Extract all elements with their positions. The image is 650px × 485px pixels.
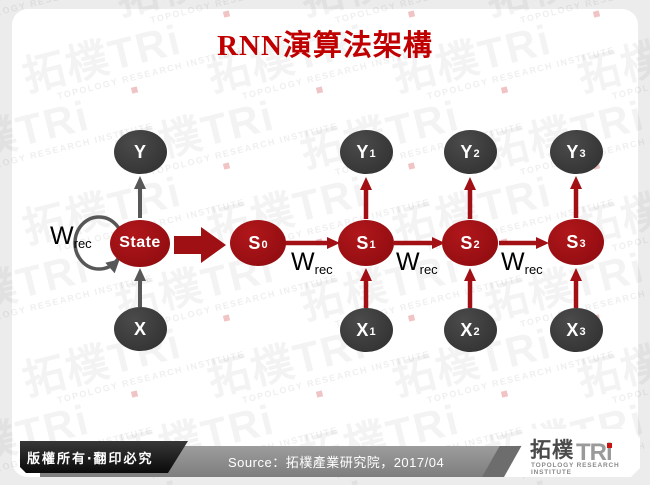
- source-text: Source：拓樸產業研究院，2017/04: [228, 455, 445, 470]
- node-label-subscript: 3: [579, 238, 586, 250]
- node-label-subscript: 2: [473, 326, 480, 338]
- node-label: S: [566, 231, 579, 252]
- node-x: X: [113, 307, 167, 351]
- node-label-subscript: 3: [579, 326, 586, 338]
- node-label: X: [460, 319, 473, 340]
- logo-chinese: 拓樸: [530, 439, 574, 462]
- slide-card: [12, 9, 638, 477]
- node-label-subscript: 1: [369, 148, 376, 160]
- node-label-subscript: 3: [579, 148, 586, 160]
- page-title: RNN演算法架構: [217, 30, 433, 62]
- node-label: S: [248, 232, 261, 253]
- node-label: State: [119, 234, 161, 251]
- node-label: X: [566, 319, 579, 340]
- weight-label-wrec-0: Wrec: [50, 222, 92, 252]
- weight-label-wrec-2: Wrec: [396, 248, 438, 278]
- node-label-subscript: 0: [261, 239, 268, 251]
- copyright-banner: [20, 441, 188, 473]
- logo-subtitle: TOPOLOGY RESEARCH INSTITUTE: [531, 462, 620, 476]
- logo-red-dot-icon: [606, 443, 612, 448]
- node-label-subscript: 1: [369, 326, 376, 338]
- node-label: X: [356, 319, 369, 340]
- node-state: State: [110, 219, 170, 267]
- node-label: S: [460, 232, 473, 253]
- node-label-subscript: 2: [473, 239, 480, 251]
- logo-tri-icon: TRi: [576, 439, 613, 466]
- node-label: Y: [460, 141, 473, 162]
- node-label-subscript: 1: [369, 239, 376, 251]
- logo-plate: [504, 429, 640, 477]
- weight-label-wrec-3: Wrec: [501, 248, 543, 278]
- node-label: X: [133, 318, 146, 339]
- node-label: Y: [356, 141, 369, 162]
- node-label: S: [356, 232, 369, 253]
- copyright-text: 版權所有‧翻印必究: [27, 451, 154, 466]
- node-y: Y: [113, 130, 167, 174]
- node-label: Y: [133, 141, 146, 162]
- company-logo: 拓樸 TRi: [530, 434, 613, 466]
- node-label: Y: [566, 141, 579, 162]
- weight-label-wrec-1: Wrec: [291, 248, 333, 278]
- node-label-subscript: 2: [473, 148, 480, 160]
